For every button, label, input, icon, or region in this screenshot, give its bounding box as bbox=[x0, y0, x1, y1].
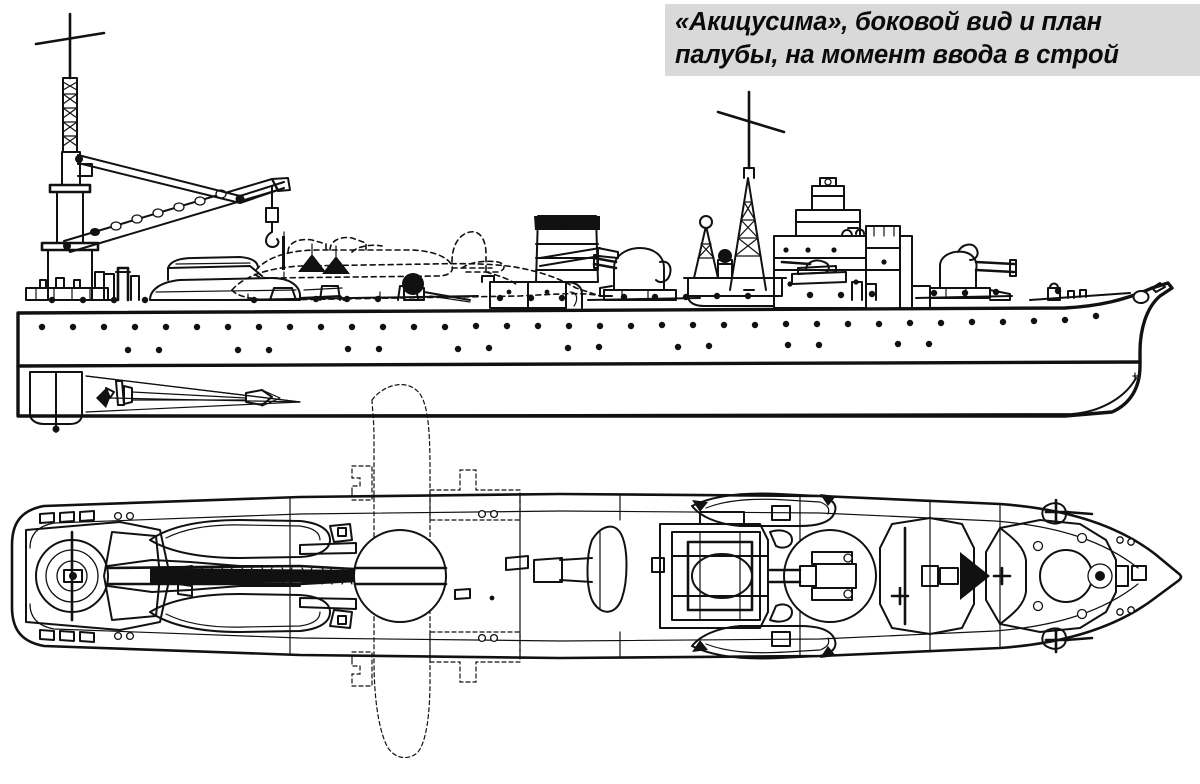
searchlight bbox=[699, 215, 713, 229]
crane-boom-holes bbox=[90, 189, 227, 236]
bow-hatch bbox=[1131, 565, 1147, 581]
forward-gun-mount bbox=[915, 243, 1017, 301]
boats-plan-aft bbox=[149, 519, 357, 633]
caption-line-1: «Акицусима», боковой вид и план bbox=[675, 8, 1102, 36]
aa-gun-midships bbox=[587, 247, 701, 301]
flying-boat-centre-hub bbox=[353, 529, 447, 623]
gun-on-bridge-deck bbox=[780, 259, 847, 285]
plus-marker-aft bbox=[890, 586, 910, 606]
porthole-row-lower bbox=[124, 340, 933, 354]
forward-turret-ring bbox=[1039, 549, 1093, 603]
aft-deckhouse bbox=[25, 266, 140, 302]
bow-fittings-plan bbox=[1116, 536, 1147, 616]
hull-profile bbox=[16, 281, 1174, 418]
bridge-plan bbox=[879, 517, 990, 635]
aft-deck-fittings bbox=[39, 510, 135, 643]
bridge-superstructure bbox=[773, 177, 931, 309]
porthole-row-upper bbox=[38, 312, 1100, 331]
forward-gun-plan bbox=[939, 567, 959, 585]
flying-boat-profile bbox=[231, 230, 601, 303]
vents-plan bbox=[769, 505, 793, 647]
crane-plan bbox=[25, 521, 374, 631]
wing-root-marker bbox=[402, 273, 424, 295]
searchlight-dark bbox=[718, 249, 732, 263]
aa-gun-plan bbox=[768, 529, 877, 623]
hull-plan-outline bbox=[10, 492, 1183, 660]
searchlight-platform bbox=[683, 215, 787, 307]
caption-line-2: палубы, на момент ввода в строй bbox=[675, 41, 1119, 69]
tripod-mast bbox=[716, 90, 786, 291]
deck-plan-view bbox=[10, 384, 1183, 759]
flying-boat-plan-overlay bbox=[351, 384, 628, 759]
hawse-hole bbox=[1132, 290, 1150, 304]
bridge-bow-marker bbox=[960, 552, 990, 600]
plus-marker-fwd bbox=[992, 566, 1012, 586]
caption-box: «Акицусима», боковой вид и план палубы, … bbox=[665, 4, 1200, 76]
aircraft-crane bbox=[34, 12, 291, 301]
funnel-uptake bbox=[691, 553, 753, 599]
funnel-plan bbox=[651, 511, 769, 629]
profile-view bbox=[16, 12, 1174, 433]
gun-tub bbox=[783, 529, 877, 623]
boats-plan-midships bbox=[691, 492, 837, 660]
funnel bbox=[534, 215, 619, 283]
midship-deck-fittings bbox=[177, 509, 529, 643]
forecastle-fittings bbox=[1029, 282, 1166, 301]
forward-platform-plan bbox=[985, 498, 1129, 654]
rudder-and-shaft bbox=[29, 371, 301, 433]
